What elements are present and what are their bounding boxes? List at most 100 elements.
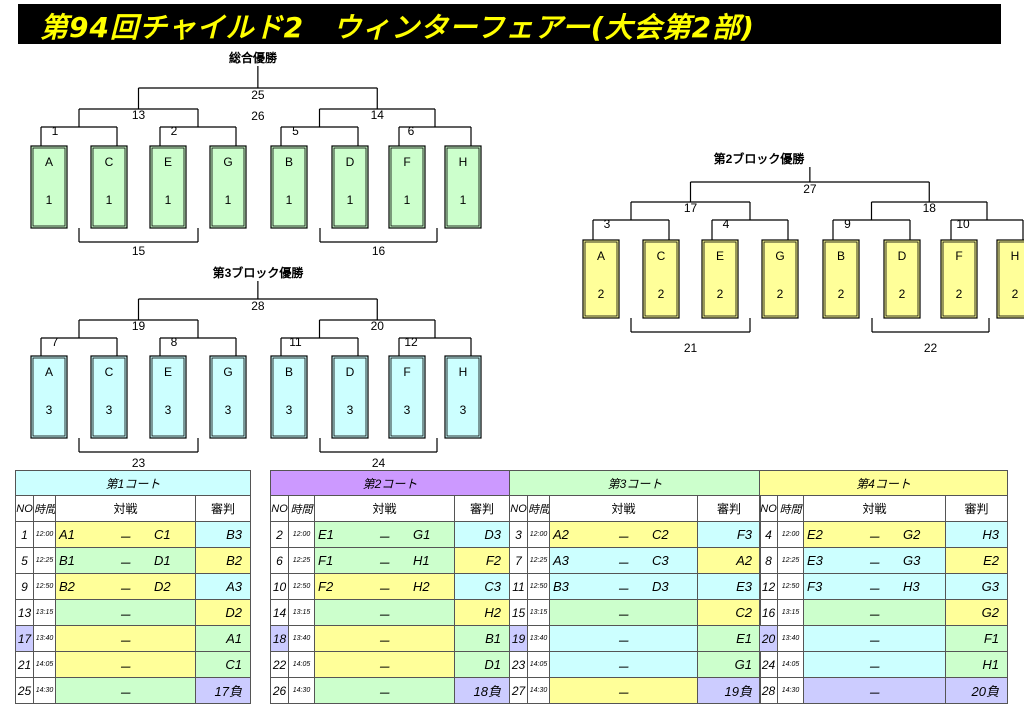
team-box [701, 239, 739, 319]
match-pairing: － [549, 599, 698, 626]
team-a: E1 [318, 527, 334, 542]
team-a: B1 [59, 553, 75, 568]
match-no: 5 [15, 547, 34, 574]
match-pairing: － [803, 599, 946, 626]
referee: 19負 [697, 677, 761, 704]
team-box-inner [32, 147, 66, 227]
match-time: 13:40 [777, 625, 804, 652]
team-box [209, 145, 247, 229]
column-header-match: 対戦 [55, 495, 196, 522]
match-no: 22 [270, 651, 289, 678]
referee: A1 [195, 625, 251, 652]
match-time: 12:50 [527, 573, 550, 600]
vs-mark: － [377, 530, 391, 545]
match-no: 19 [509, 625, 528, 652]
team-box-inner [92, 357, 126, 437]
team-b: D3 [652, 579, 669, 594]
team-a: F1 [318, 553, 334, 568]
match-no: 3 [509, 521, 528, 548]
team-box-inner [272, 147, 306, 227]
referee: B2 [195, 547, 251, 574]
match-number: 2 [171, 124, 178, 138]
team-seed: 3 [165, 403, 172, 417]
team-a: A1 [59, 527, 75, 542]
match-time: 13:15 [777, 599, 804, 626]
referee: F1 [945, 625, 1008, 652]
match-number: 7 [52, 335, 59, 349]
vs-mark: － [118, 634, 132, 649]
team-a: A2 [553, 527, 569, 542]
vs-mark: － [867, 556, 881, 571]
referee: A2 [697, 547, 761, 574]
team-seed: 1 [460, 193, 467, 207]
bracket-title: 総合優勝 [229, 50, 278, 65]
team-box-inner [446, 147, 480, 227]
match-time: 14:05 [288, 651, 315, 678]
match-time: 14:05 [527, 651, 550, 678]
match-pairing: － [803, 625, 946, 652]
match-pairing: － [314, 625, 455, 652]
referee: D3 [454, 521, 510, 548]
consolation-number: 23 [132, 456, 146, 470]
team-seed: 3 [46, 403, 53, 417]
referee: F2 [454, 547, 510, 574]
match-number: 10 [956, 217, 970, 231]
team-letter: H [1011, 249, 1020, 263]
vs-mark: － [867, 608, 881, 623]
match-time: 13:40 [33, 625, 56, 652]
match-time: 12:50 [288, 573, 315, 600]
referee: E1 [697, 625, 761, 652]
match-time: 12:00 [777, 521, 804, 548]
match-no: 6 [270, 547, 289, 574]
court-name: 第1コート [15, 470, 251, 496]
referee: H1 [945, 651, 1008, 678]
match-no: 20 [759, 625, 778, 652]
team-seed: 1 [347, 193, 354, 207]
match-no: 16 [759, 599, 778, 626]
team-b: C3 [652, 553, 669, 568]
consolation-number: 22 [924, 341, 938, 355]
team-letter: A [45, 365, 53, 379]
vs-mark: － [616, 608, 630, 623]
match-pairing: F3－H3 [803, 573, 946, 600]
team-seed: 2 [956, 287, 963, 301]
vs-mark: － [118, 686, 132, 701]
team-letter: H [459, 365, 468, 379]
match-no: 10 [270, 573, 289, 600]
match-pairing: B2－D2 [55, 573, 196, 600]
team-b: C2 [652, 527, 669, 542]
team-letter: B [837, 249, 845, 263]
team-box-inner [211, 147, 245, 227]
match-time: 14:05 [777, 651, 804, 678]
match-number: 14 [371, 108, 385, 122]
match-pairing: E2－G2 [803, 521, 946, 548]
team-letter: C [105, 365, 114, 379]
match-number: 19 [132, 319, 146, 333]
match-no: 17 [15, 625, 34, 652]
referee: C2 [697, 599, 761, 626]
referee: 18負 [454, 677, 510, 704]
match-number: 8 [171, 335, 178, 349]
team-box [149, 355, 187, 439]
match-time: 13:15 [288, 599, 315, 626]
consolation-number: 21 [684, 341, 698, 355]
match-time: 12:50 [777, 573, 804, 600]
vs-mark: － [616, 556, 630, 571]
vs-mark: － [377, 556, 391, 571]
vs-mark: － [377, 582, 391, 597]
vs-mark: － [118, 660, 132, 675]
team-letter: G [223, 155, 232, 169]
column-header-match: 対戦 [314, 495, 455, 522]
referee: 17負 [195, 677, 251, 704]
consolation-number: 16 [372, 244, 386, 258]
court-name: 第2コート [270, 470, 510, 496]
match-no: 28 [759, 677, 778, 704]
